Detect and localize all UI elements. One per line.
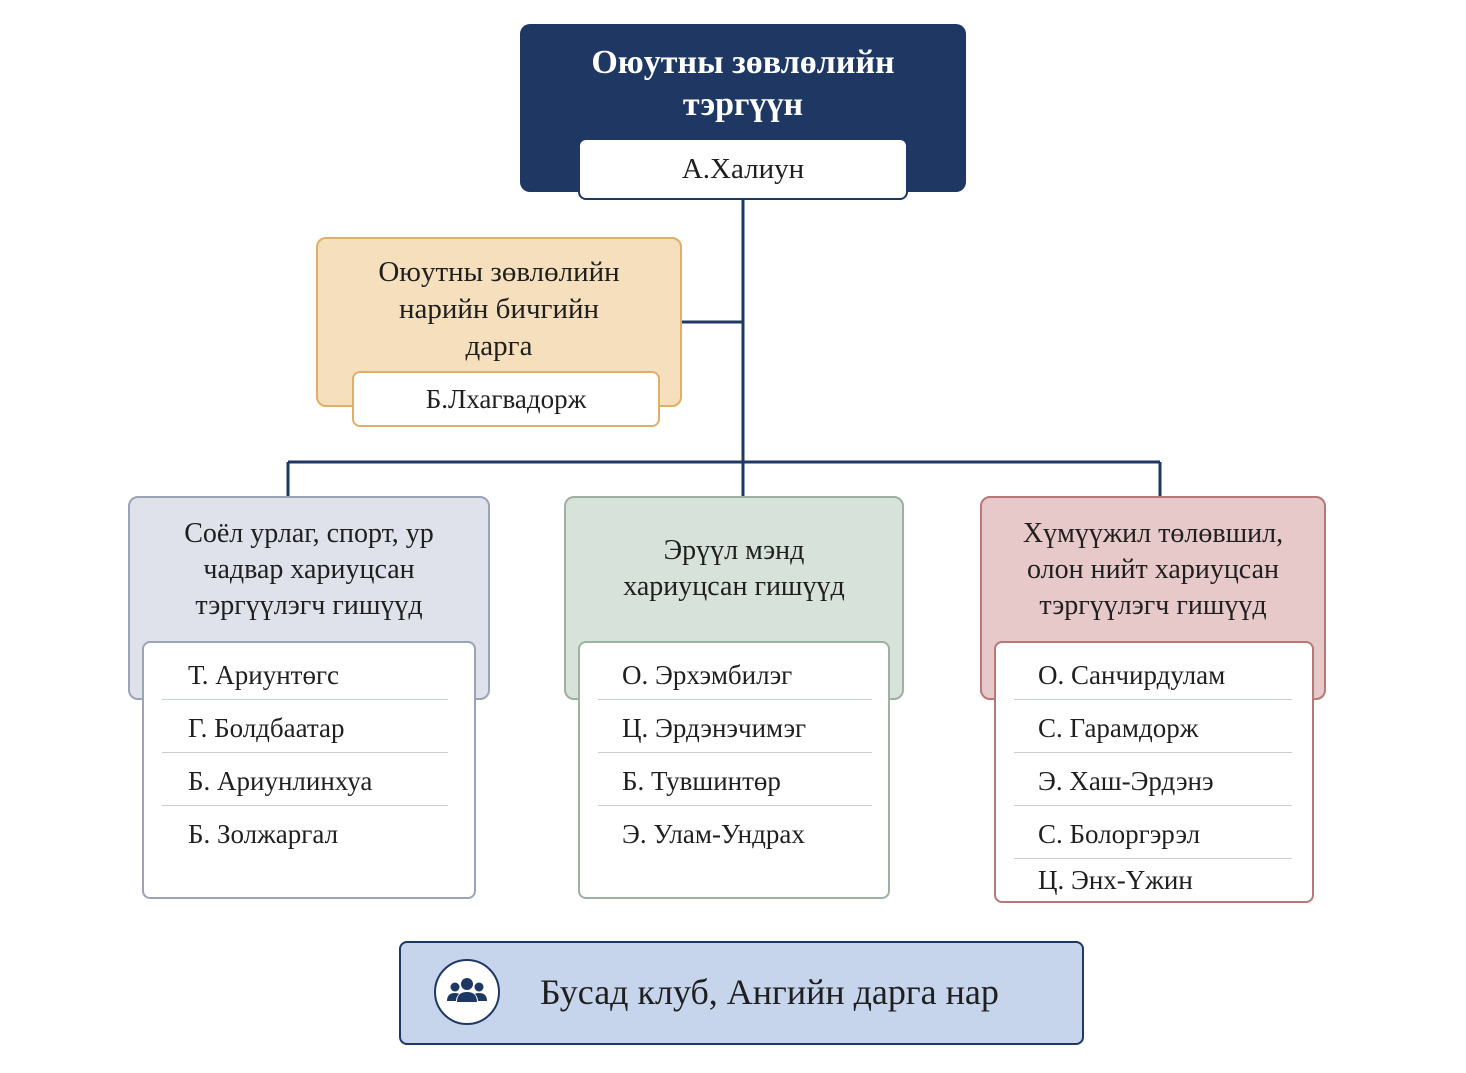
divider <box>1014 699 1292 700</box>
member-name: О. Санчирдулам <box>1038 660 1226 690</box>
divider <box>1014 752 1292 753</box>
department-title-line: олон нийт хариуцсан <box>1027 554 1279 585</box>
leader-title: Оюутны зөвлөлийн тэргүүн <box>520 42 966 126</box>
divider <box>162 699 448 700</box>
member-name: С. Болоргэрэл <box>1038 819 1201 849</box>
secretary-title-line-2: нарийн бичгийн <box>398 293 599 325</box>
divider <box>598 752 872 753</box>
leader-name: А.Халиун <box>578 138 908 200</box>
member-name: Ц. Эрдэнэчимэг <box>622 713 807 743</box>
department-title-health: Эрүүл мэнд хариуцсан гишүүд <box>564 533 904 605</box>
leader-title-line-2: тэргүүн <box>682 86 804 123</box>
secretary-name: Б.Лхагвадорж <box>352 371 660 427</box>
department-title-line: Хүмүүжил төлөвшил, <box>1022 518 1284 549</box>
member-name: Т. Ариунтөгс <box>188 660 340 690</box>
secretary-title-line-3: дарга <box>465 330 533 362</box>
leader-title-line-1: Оюутны зөвлөлийн <box>591 44 895 81</box>
member-list-culture-sport: Т. Ариунтөгс Г. Болдбаатар Б. Ариунлинху… <box>142 641 476 899</box>
member-name: Г. Болдбаатар <box>188 713 345 743</box>
divider <box>598 699 872 700</box>
department-title-line: хариуцсан гишүүд <box>623 571 845 602</box>
member-name: С. Гарамдорж <box>1038 713 1199 743</box>
department-title-line: Эрүүл мэнд <box>663 535 805 566</box>
group-icon <box>434 959 500 1025</box>
secretary-title-line-1: Оюутны зөвлөлийн <box>378 256 620 288</box>
department-title-upbringing: Хүмүүжил төлөвшил, олон нийт хариуцсан т… <box>980 516 1326 624</box>
other-clubs-label: Бусад клуб, Ангийн дарга нар <box>540 972 999 1012</box>
member-name: Б. Тувшинтөр <box>622 766 781 796</box>
divider <box>162 805 448 806</box>
department-title-line: тэргүүлэгч гишүүд <box>1039 590 1267 621</box>
divider <box>1014 858 1292 859</box>
member-name: О. Эрхэмбилэг <box>622 660 793 690</box>
other-clubs-box <box>399 941 1084 1045</box>
member-name: Э. Хаш-Эрдэнэ <box>1038 766 1214 796</box>
member-name: Б. Ариунлинхуа <box>188 766 373 796</box>
member-name: Б. Золжаргал <box>188 819 339 849</box>
department-title-line: Соёл урлаг, спорт, ур <box>184 518 434 549</box>
department-title-culture-sport: Соёл урлаг, спорт, ур чадвар хариуцсан т… <box>128 516 490 624</box>
divider <box>1014 805 1292 806</box>
member-list-upbringing: О. Санчирдулам С. Гарамдорж Э. Хаш-Эрдэн… <box>994 641 1314 903</box>
department-title-line: чадвар хариуцсан <box>203 554 415 585</box>
secretary-title: Оюутны зөвлөлийн нарийн бичгийн дарга <box>316 254 682 365</box>
member-list-health: О. Эрхэмбилэг Ц. Эрдэнэчимэг Б. Тувшинтө… <box>578 641 890 899</box>
divider <box>162 752 448 753</box>
divider <box>598 805 872 806</box>
member-name: Э. Улам-Ундрах <box>622 819 805 849</box>
member-name: Ц. Энх-Үжин <box>1038 865 1193 895</box>
department-title-line: тэргүүлэгч гишүүд <box>195 590 423 621</box>
